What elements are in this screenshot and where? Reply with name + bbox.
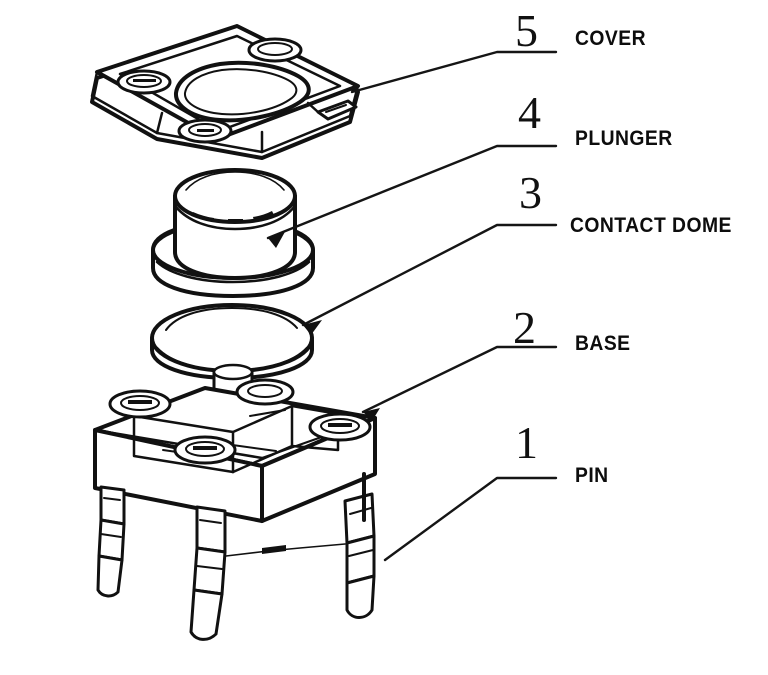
leader-line-1 [383,476,558,562]
contact-dome-highlight [165,307,298,331]
plunger-seam-band [174,205,296,231]
base-post-back-left-mark [128,400,152,404]
cover-rim-right [260,84,360,154]
pin-mid-notch-2 [196,565,223,570]
plunger-top-rim [185,171,285,191]
base-post-right-mark [328,423,352,427]
pin-mid-upper [195,505,227,554]
pin-left-notch-1 [103,497,121,501]
cover-hole-left-mark [133,79,156,82]
leader-arrowhead-dome [303,320,322,335]
callout-label-base: BASE [575,332,631,355]
callout-label-pin: PIN [575,464,609,487]
leader-line-4 [266,144,558,240]
cover-hole-bottom-mark [197,129,214,132]
leader-lines [266,50,558,562]
pin-left-notch-2 [100,533,122,538]
pin-right-notch-2 [348,549,374,557]
pin-mid-notch-1 [199,519,222,524]
pin-left-upper [99,485,126,526]
callout-number-4: 4 [518,87,541,138]
base-cavity-left [132,414,235,474]
callout-label-cover: COVER [575,27,647,50]
cover-hole-bottom-inner [188,123,222,137]
leader-arrowhead-base [363,408,380,421]
plunger-flange-seam [155,260,311,284]
cover-aperture-inner [184,68,298,116]
plunger-seam-mark-left [192,212,214,222]
base-post-back-right-inner [247,384,283,398]
pin-left-lower [96,554,124,598]
cover-tab-right-edge [306,101,320,114]
base-post-back-right [235,378,295,406]
pin-right-lower [345,574,376,619]
callout-label-contact-dome: CONTACT DOME [570,214,732,237]
plunger-seam-mark-mid [228,219,243,223]
callout-number-2: 2 [513,302,536,353]
pin-left-mid [97,518,126,562]
leader-line-2 [361,345,558,414]
leader-line-3 [301,223,558,327]
pin-right-notch-1 [349,507,372,515]
part-plunger [151,168,315,298]
pin-lead-marker [262,545,286,554]
base-post-front-mark [193,446,217,450]
cover-rim-left [90,70,164,135]
cover-tab-right-detail [325,104,347,113]
pin-mid-mid [192,546,227,596]
leader-arrowhead-plunger [268,230,286,248]
cover-hole-left-inner [126,74,162,88]
part-cover [90,24,360,160]
base-post-back-left-inner [120,395,160,411]
cover-hole-top-inner [257,42,293,56]
callout-number-1: 1 [515,417,538,468]
base-post-front-inner [185,441,225,457]
plunger-seam-mark-right [253,211,274,221]
callout-number-5: 5 [515,5,538,56]
leader-line-5 [350,50,558,94]
base-post-right-inner [320,418,360,434]
contact-dome-stem-top [212,363,254,381]
part-pins [96,472,376,641]
callout-label-plunger: PLUNGER [575,127,673,150]
part-base [93,378,377,523]
base-cavity-detail-2 [249,409,286,417]
part-contact-dome [150,303,314,396]
pin-mid-lower [189,588,224,641]
callout-number-3: 3 [519,167,542,218]
